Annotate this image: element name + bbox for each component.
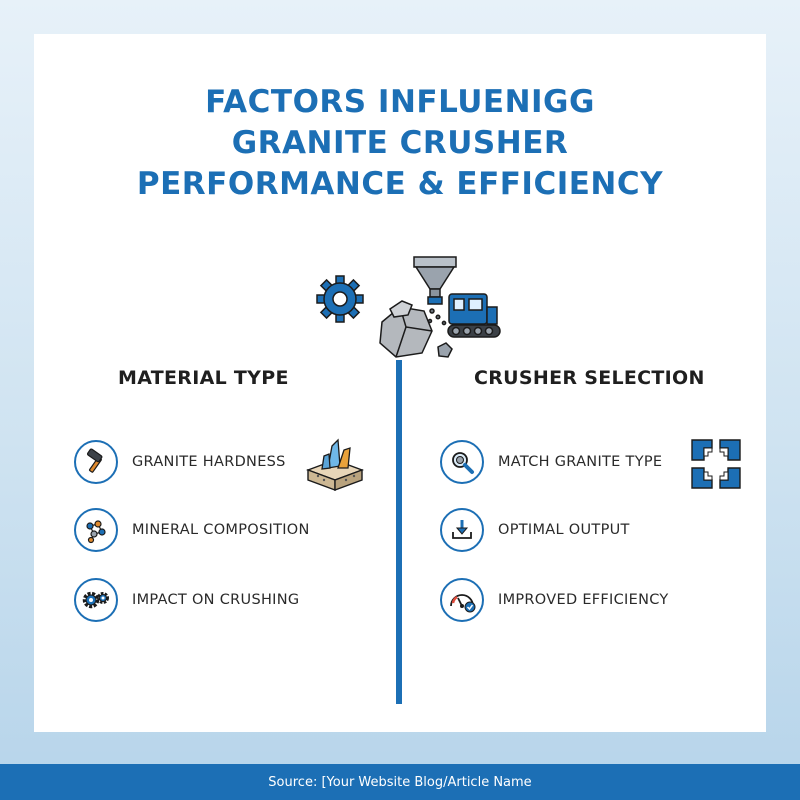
list-item-label: OPTIMAL OUTPUT [498, 522, 630, 538]
material-type-heading: MATERIAL TYPE [118, 367, 289, 389]
crusher-selection-heading: CRUSHER SELECTION [474, 367, 705, 389]
hopper-icon [413, 256, 457, 305]
crusher-vehicle-icon [447, 293, 501, 338]
download-tray-icon [440, 508, 484, 552]
list-item-improved-efficiency: IMPROVED EFFICIENCY [440, 576, 669, 624]
list-item-granite-hardness: GRANITE HARDNESS [74, 438, 286, 486]
source-footer: Source: [Your Website Blog/Article Name [0, 764, 800, 800]
gauge-icon [440, 578, 484, 622]
list-item-label: GRANITE HARDNESS [132, 454, 286, 470]
source-text: Source: [Your Website Blog/Article Name [268, 774, 532, 790]
gear-icon [316, 275, 364, 323]
molecule-icon [74, 508, 118, 552]
list-item-optimal-output: OPTIMAL OUTPUT [440, 506, 630, 554]
granite-crystal-icon [305, 438, 365, 492]
list-item-impact-on-crushing: IMPACT ON CRUSHING [74, 576, 299, 624]
title-line-2: GRANITE CRUSHER [231, 125, 569, 161]
list-item-match-granite-type: MATCH GRANITE TYPE [440, 438, 662, 486]
rocks-icon [379, 300, 453, 358]
hammer-icon [74, 440, 118, 484]
list-item-label: MINERAL COMPOSITION [132, 522, 310, 538]
column-divider [396, 360, 402, 704]
crusher-jaw-icon [691, 439, 741, 489]
magnifier-icon [440, 440, 484, 484]
gears-icon [74, 578, 118, 622]
title-line-1: FACTORS INFLUENIGG [205, 84, 595, 120]
infographic-card: FACTORS INFLUENIGG GRANITE CRUSHER PERFO… [34, 34, 766, 732]
list-item-label: MATCH GRANITE TYPE [498, 454, 663, 470]
list-item-label: IMPACT ON CRUSHING [132, 592, 300, 608]
list-item-mineral-composition: MINERAL COMPOSITION [74, 506, 310, 554]
title-line-3: PERFORMANCE & EFFICIENCY [136, 166, 664, 202]
page-title: FACTORS INFLUENIGG GRANITE CRUSHER PERFO… [34, 82, 766, 205]
list-item-label: IMPROVED EFFICIENCY [498, 592, 669, 608]
crusher-illustration-icon [316, 256, 501, 358]
